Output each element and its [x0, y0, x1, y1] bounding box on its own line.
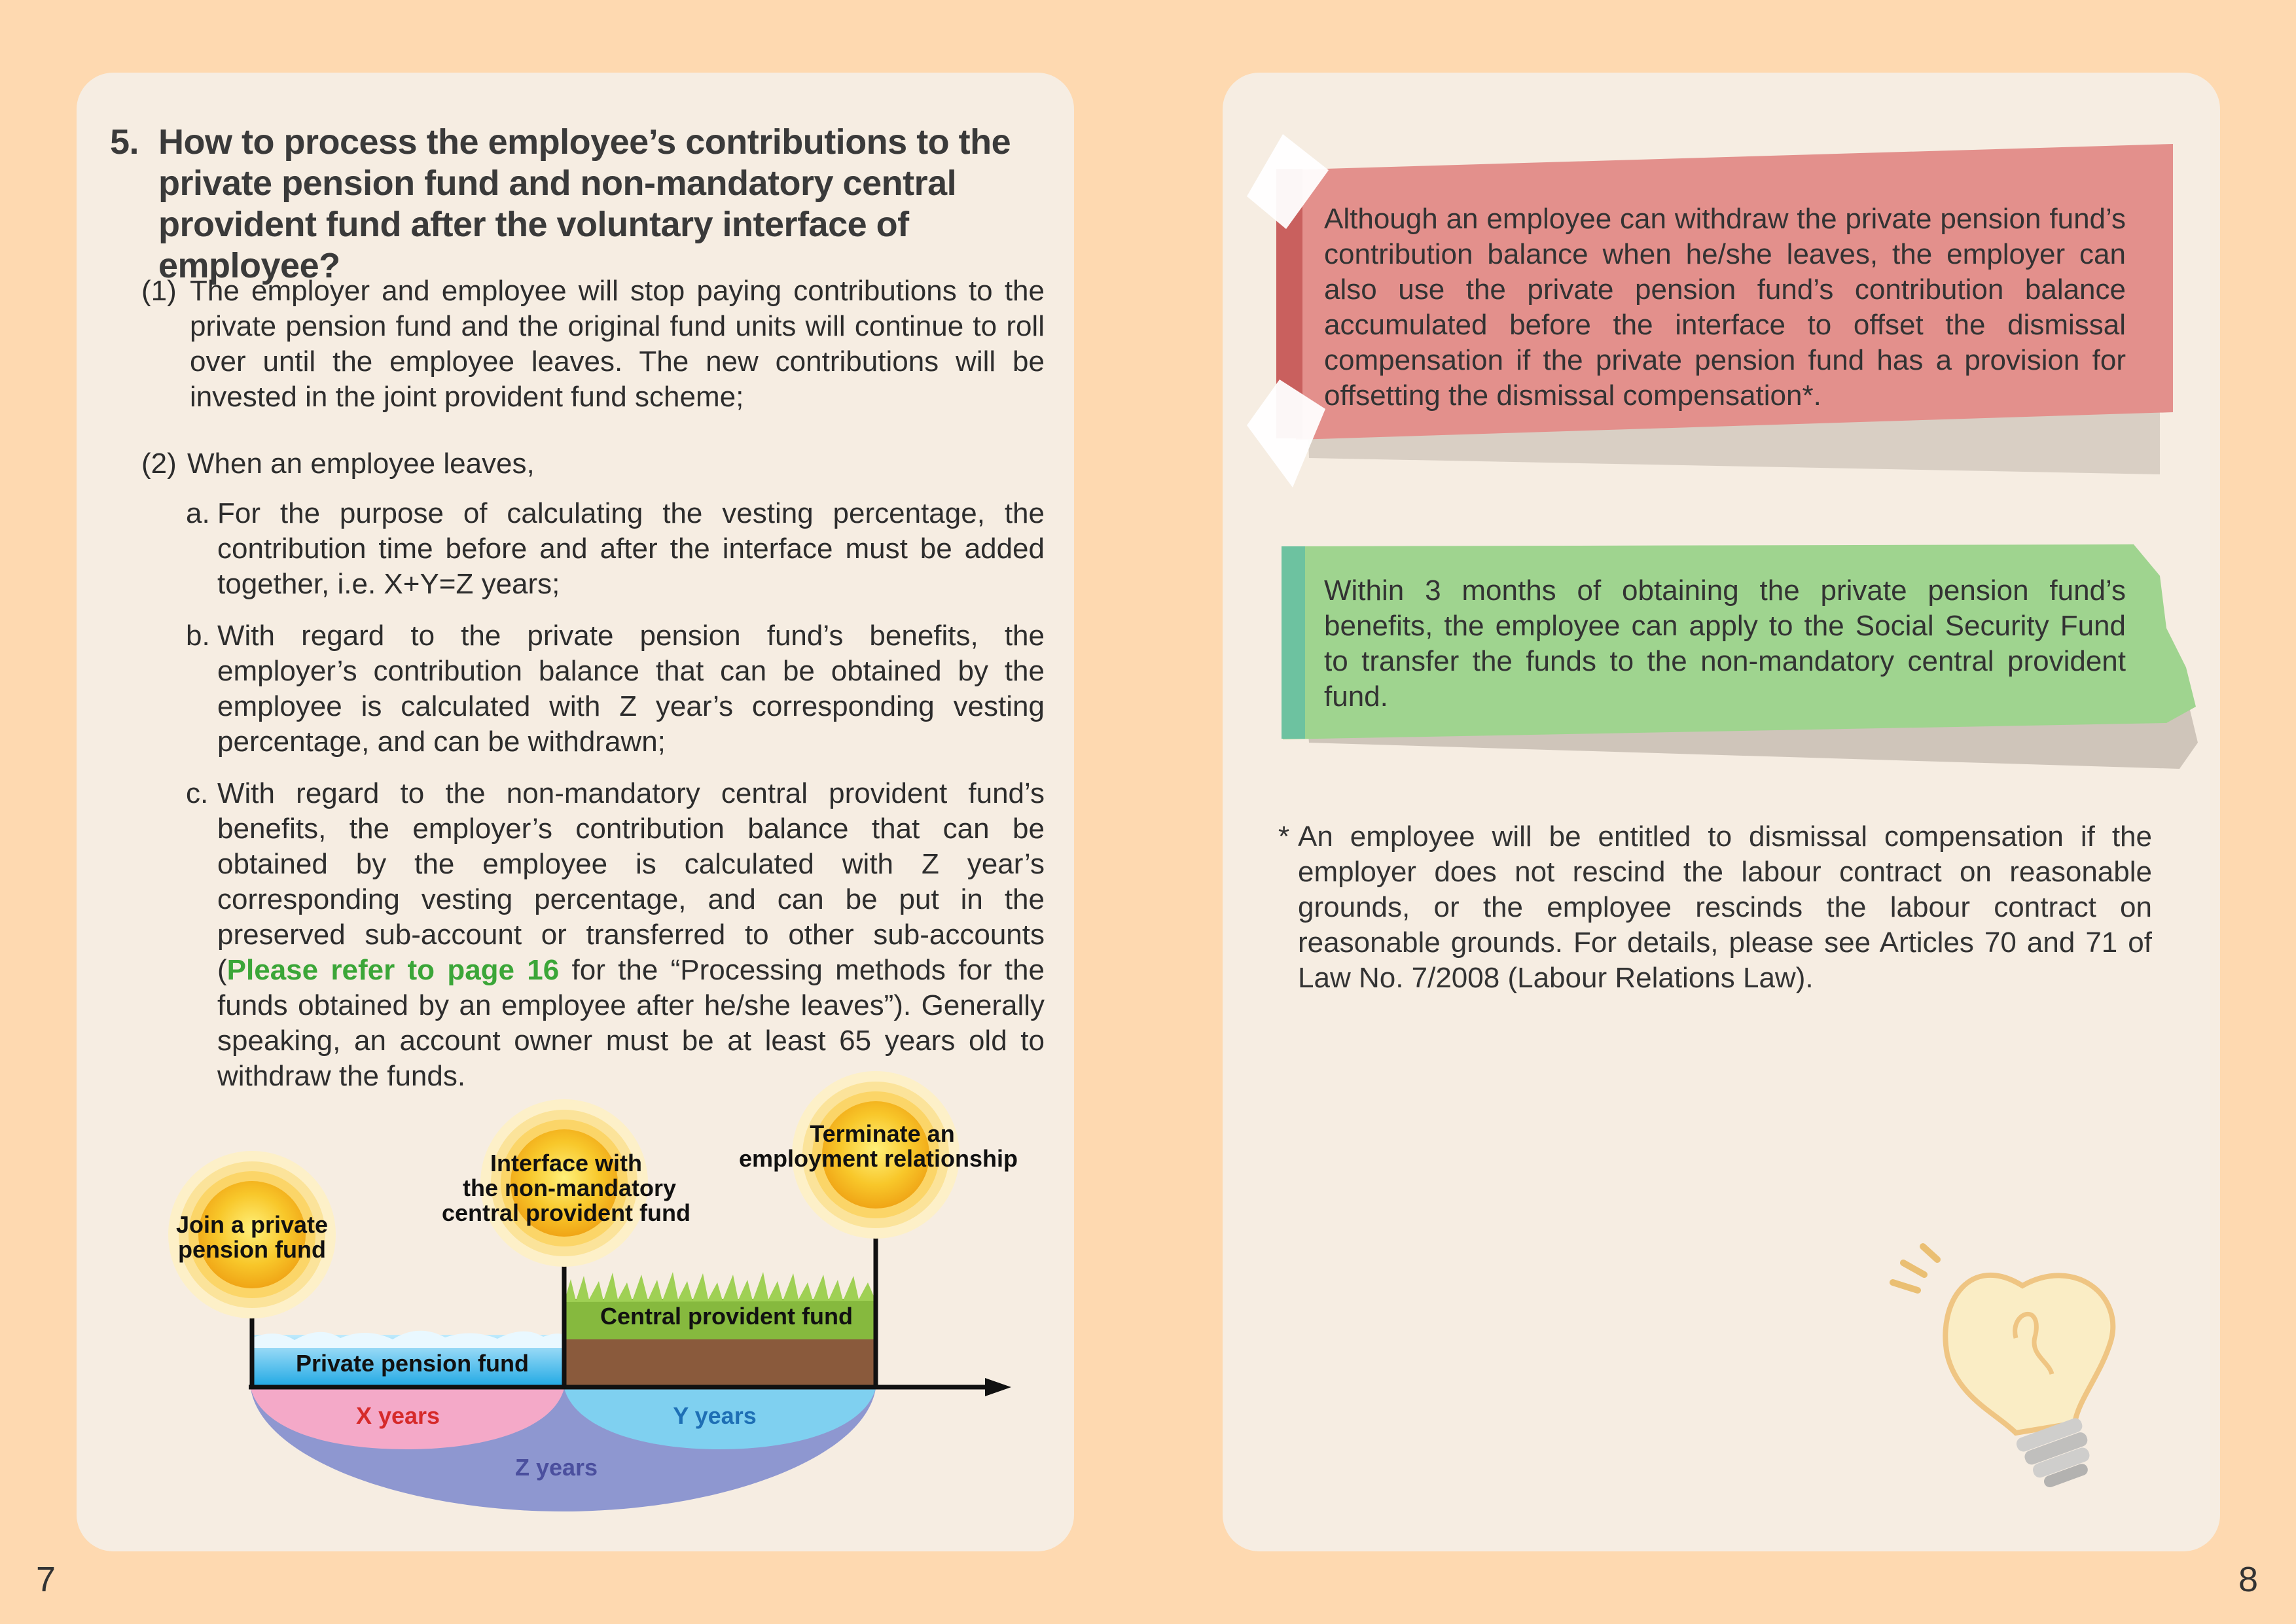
central-provident-bar-label: Central provident fund [600, 1303, 853, 1330]
milestone-interface-line2: the non-mandatory [463, 1174, 676, 1201]
lightbulb-icon [1890, 1243, 2116, 1487]
sub-item-a-text: For the purpose of calculating the vesti… [217, 497, 1045, 600]
page-16-reference-link[interactable]: Please refer to page 16 [226, 954, 560, 986]
list-item-2: (2) When an employee leaves, [141, 446, 1045, 482]
central-grass-bar [564, 1299, 876, 1339]
interface-sun-icon [480, 1099, 648, 1267]
central-soil-bar [564, 1338, 876, 1388]
footnote-marker: * [1278, 821, 1290, 853]
private-pension-wave [252, 1330, 564, 1348]
sub-item-a: a. For the purpose of calculating the ve… [186, 496, 1045, 602]
sub-item-a-marker: a. [186, 497, 210, 529]
list-item-1-text: The employer and employee will stop payi… [190, 275, 1045, 413]
green-note-edge [1282, 546, 1305, 739]
red-note-text: Although an employee can withdraw the pr… [1324, 203, 2126, 412]
red-note-background [1280, 144, 2173, 440]
green-note-text: Within 3 months of obtaining the private… [1324, 574, 2126, 713]
sub-item-c-text-2: for the “Processing methods for the fund… [217, 954, 1045, 1092]
x-years-label: X years [356, 1402, 440, 1429]
milestone-terminate-line2: employment relationship [739, 1145, 1018, 1172]
terminate-sun-icon [792, 1071, 960, 1239]
milestone-join-line2: pension fund [178, 1236, 326, 1263]
y-years-span [564, 1388, 876, 1449]
footnote-text: An employee will be entitled to dismissa… [1298, 821, 2152, 994]
sub-item-c-marker: c. [186, 777, 209, 809]
tape-top-decoration [1247, 134, 1329, 229]
central-grass-blades [564, 1272, 876, 1302]
list-item-2-marker: (2) [141, 448, 177, 480]
page-number-right: 8 [2238, 1560, 2259, 1599]
milestone-terminate-line1: Terminate an [810, 1120, 954, 1147]
section-heading-text: How to process the employee’s contributi… [158, 122, 1011, 285]
sub-item-c-text-1: With regard to the non-mandatory central… [217, 777, 1045, 986]
footnote: * An employee will be entitled to dismis… [1278, 819, 2152, 996]
milestone-join-line1: Join a private [176, 1211, 328, 1238]
y-years-label: Y years [673, 1402, 756, 1429]
z-years-label: Z years [515, 1454, 598, 1481]
section-heading-number: 5. [110, 122, 139, 162]
x-years-span [251, 1388, 564, 1449]
tape-bottom-decoration [1247, 380, 1325, 487]
sub-item-b-marker: b. [186, 620, 210, 652]
sub-item-c-body: With regard to the non-mandatory central… [186, 776, 1045, 1094]
milestone-interface-line3: central provident fund [442, 1199, 691, 1226]
milestone-interface-line1: Interface with [490, 1150, 642, 1176]
join-sun-icon [168, 1151, 336, 1318]
sub-item-b-text: With regard to the private pension fund’… [217, 620, 1045, 758]
sub-item-b: b. With regard to the private pension fu… [186, 618, 1045, 760]
timeline-arrow-icon [985, 1378, 1011, 1396]
section-heading: 5. How to process the employee’s contrib… [110, 122, 1059, 287]
private-pension-bar-label: Private pension fund [296, 1350, 529, 1377]
sub-item-c: c. With regard to the non-mandatory cent… [186, 776, 1045, 1094]
list-item-2-text: When an employee leaves, [187, 448, 535, 480]
list-item-1-marker: (1) [141, 275, 177, 307]
list-item-1: (1) The employer and employee will stop … [141, 274, 1045, 415]
page-number-left: 7 [36, 1560, 56, 1599]
green-note-background [1283, 544, 2196, 739]
